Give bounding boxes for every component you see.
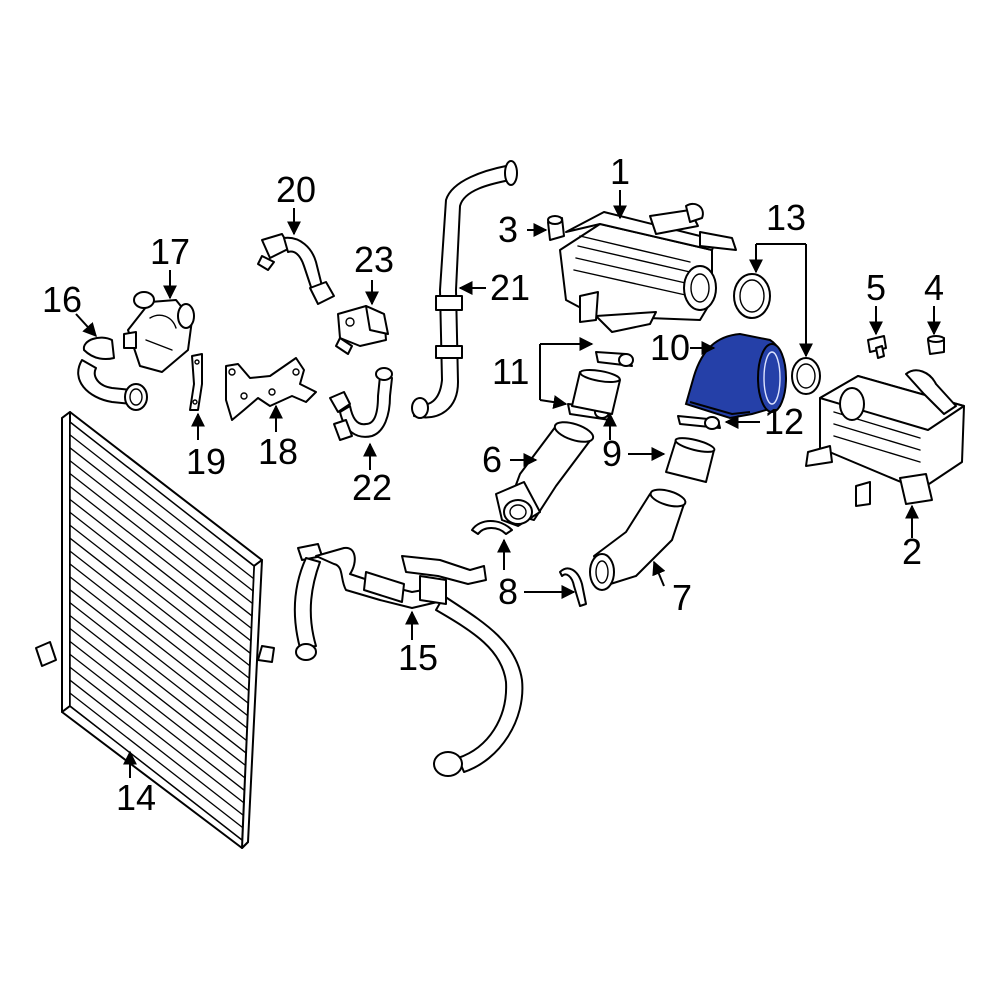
radiator-fin <box>69 602 247 741</box>
callout-1: 1 <box>610 151 630 192</box>
radiator-fin <box>69 692 243 829</box>
radiator-fin <box>69 460 253 604</box>
radiator-fin <box>69 640 246 779</box>
part-19-bracket[interactable] <box>189 353 203 411</box>
part-20-hose[interactable] <box>257 233 335 305</box>
callout-15: 15 <box>398 637 438 678</box>
callout-21: 21 <box>490 267 530 308</box>
part-22-hose[interactable] <box>329 367 393 441</box>
callout-18: 18 <box>258 431 298 472</box>
part-5-bolt[interactable] <box>867 335 887 359</box>
part-12-clamp[interactable] <box>677 415 721 430</box>
radiator-fin <box>69 563 249 704</box>
callout-14: 14 <box>116 777 156 818</box>
part-3-plug[interactable] <box>547 215 565 241</box>
part-9-coupler-lower[interactable] <box>665 435 716 483</box>
radiator-fin <box>69 486 252 629</box>
part-13-clamp[interactable] <box>733 273 821 395</box>
radiator-fin <box>69 511 251 654</box>
radiator-fin <box>69 550 249 692</box>
callout-17: 17 <box>150 231 190 272</box>
callout-13: 13 <box>766 197 806 238</box>
radiator-fin <box>69 628 246 766</box>
callout-8: 8 <box>498 571 518 612</box>
radiator-fin <box>69 679 244 816</box>
callout-3: 3 <box>498 209 518 250</box>
radiator-fin <box>69 447 254 592</box>
part-16-hose[interactable] <box>77 336 148 411</box>
part-14-radiator[interactable] <box>35 411 275 849</box>
leader-lines <box>75 190 941 778</box>
callout-7: 7 <box>672 577 692 618</box>
part-2-intercooler[interactable] <box>805 369 965 507</box>
callout-4: 4 <box>924 267 944 308</box>
callout-11: 11 <box>492 351 529 392</box>
radiator-fin <box>69 524 251 667</box>
part-23-valve[interactable] <box>335 305 389 355</box>
radiator-fin <box>69 498 252 642</box>
radiator-fin <box>69 653 245 791</box>
part-10-charge-air-hose[interactable] <box>684 332 787 420</box>
callout-5: 5 <box>866 267 886 308</box>
part-17-water-pump[interactable] <box>123 291 195 373</box>
part-1-intercooler[interactable] <box>559 202 737 333</box>
radiator-fin <box>69 589 248 729</box>
part-8-seal-b[interactable] <box>559 567 587 607</box>
callout-22: 22 <box>352 467 392 508</box>
part-18-mounting-bracket[interactable] <box>225 357 317 421</box>
callout-9: 9 <box>602 433 622 474</box>
part-11-clamp-upper[interactable] <box>595 351 634 367</box>
part-7-charge-pipe[interactable] <box>589 486 687 591</box>
part-8-seal-a[interactable] <box>471 520 513 535</box>
part-9-coupler-upper[interactable] <box>571 368 621 415</box>
radiator-fin <box>69 666 245 804</box>
radiator-fin <box>69 434 254 579</box>
callout-19: 19 <box>186 441 226 482</box>
radiator-fin <box>69 615 247 754</box>
leader-16 <box>75 313 97 338</box>
callout-16: 16 <box>42 279 82 320</box>
callout-6: 6 <box>482 439 502 480</box>
radiator-fin <box>69 537 250 679</box>
part-6-charge-pipe[interactable] <box>495 418 595 527</box>
callout-10: 10 <box>650 327 690 368</box>
leader-7 <box>652 560 666 587</box>
callout-2: 2 <box>902 531 922 572</box>
callout-12: 12 <box>764 401 804 442</box>
callout-20: 20 <box>276 169 316 210</box>
callout-labels: 1 2 3 4 5 6 7 8 9 10 11 12 13 14 15 16 1… <box>42 151 944 818</box>
radiator-fin <box>69 473 253 617</box>
callout-23: 23 <box>354 239 394 280</box>
leader-11b <box>539 395 568 410</box>
part-15-hose[interactable] <box>293 543 524 777</box>
radiator-fin <box>69 576 248 716</box>
part-4-cap[interactable] <box>927 335 945 355</box>
part-21-hose[interactable] <box>411 160 518 419</box>
